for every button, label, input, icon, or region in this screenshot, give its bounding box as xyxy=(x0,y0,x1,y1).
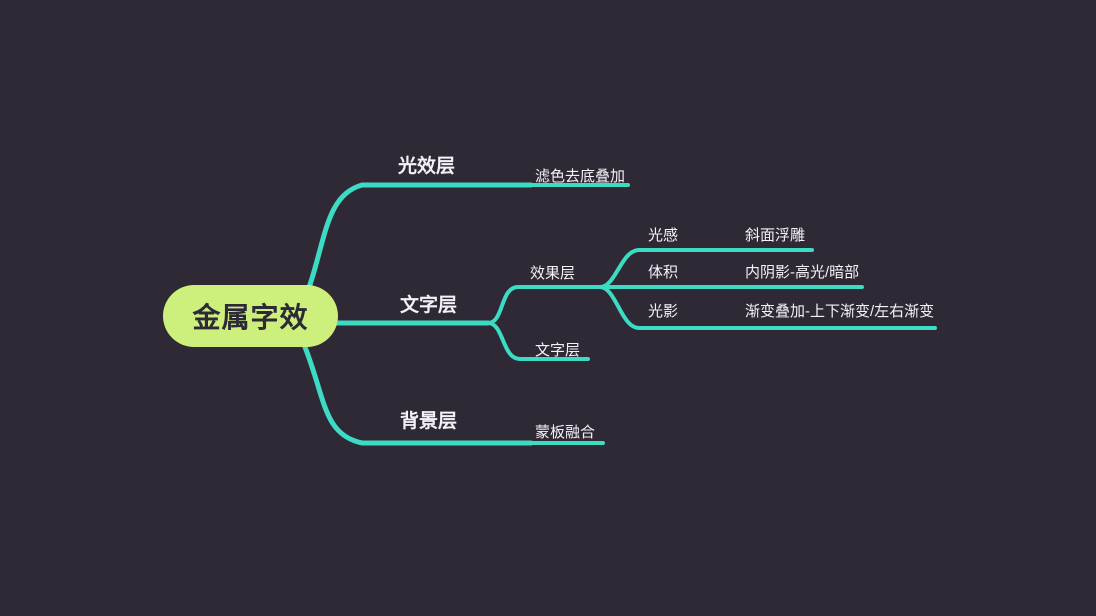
root-topic[interactable]: 金属字效 xyxy=(163,285,338,347)
topic-volume[interactable]: 体积 xyxy=(648,264,679,281)
branch-line-background-layer xyxy=(300,339,534,446)
topic-effect-layer[interactable]: 效果层 xyxy=(530,265,576,282)
topic-background-layer[interactable]: 背景层 xyxy=(400,411,458,432)
topic-text-sublayer[interactable]: 文字层 xyxy=(535,342,581,359)
topic-light-sense[interactable]: 光感 xyxy=(648,227,679,244)
topic-filter-overlay[interactable]: 滤色去底叠加 xyxy=(535,168,626,185)
topic-text-layer[interactable]: 文字层 xyxy=(400,295,458,316)
branch-line-light-layer xyxy=(299,182,534,309)
topic-inner-shadow[interactable]: 内阴影-高光/暗部 xyxy=(745,264,860,281)
branch-line-text-sublayer xyxy=(486,321,590,361)
topic-gradient-overlay[interactable]: 渐变叠加-上下渐变/左右渐变 xyxy=(745,303,935,320)
topic-light-effect-layer[interactable]: 光效层 xyxy=(398,156,456,177)
topic-light-shadow[interactable]: 光影 xyxy=(648,303,679,320)
root-topic-label: 金属字效 xyxy=(192,302,309,333)
topic-bevel-emboss[interactable]: 斜面浮雕 xyxy=(745,227,806,244)
branch-line-effect-layer xyxy=(486,285,602,325)
branch-line-light-shadow xyxy=(598,285,937,330)
topic-mask-blend[interactable]: 蒙板融合 xyxy=(535,424,596,441)
